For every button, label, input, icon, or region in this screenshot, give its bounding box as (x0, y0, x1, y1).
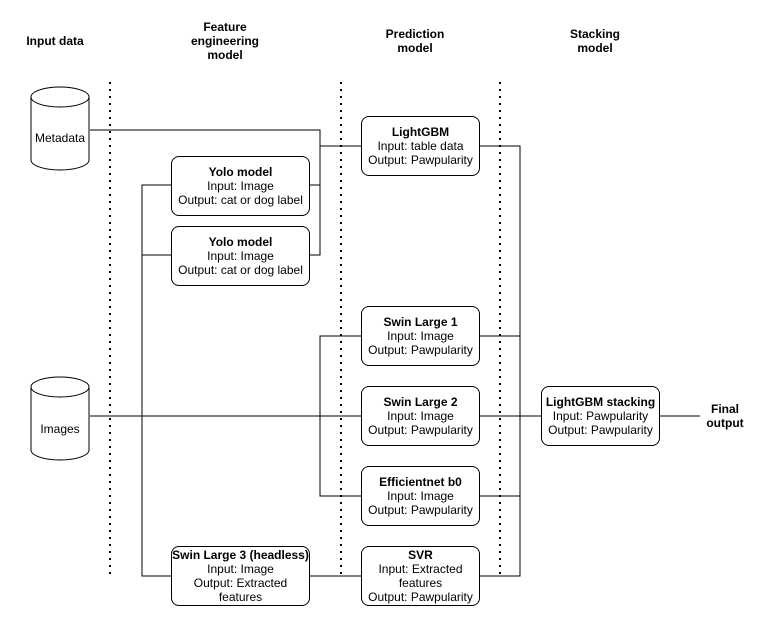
box-line: features (218, 590, 263, 604)
box-line: Input: table data (377, 139, 464, 153)
header-feature-engineering: Feature engineering model (170, 20, 280, 62)
wire-yolo1-lightgbm (310, 146, 321, 186)
yolo-model-box-1: Yolo model Input: Image Output: cat or d… (171, 156, 310, 216)
box-line: Output: cat or dog label (178, 193, 303, 207)
box-line: Output: Pawpularity (368, 343, 473, 357)
box-title: Yolo model (208, 165, 273, 179)
box-line: Output: cat or dog label (178, 263, 303, 277)
box-line: Input: Image (387, 329, 454, 343)
swin-large-3-box: Swin Large 3 (headless) Input: Image Out… (171, 546, 310, 606)
header-prediction-model: Prediction model (370, 27, 460, 55)
swin-large-1-box: Swin Large 1 Input: Image Output: Pawpul… (361, 306, 480, 366)
images-cylinder (30, 376, 90, 461)
box-line: Output: Extracted (193, 576, 288, 590)
box-line: Output: Pawpularity (368, 590, 473, 604)
final-output-line2: output (706, 416, 744, 430)
header-stacking-line1: Stacking (569, 27, 620, 41)
box-line: Output: Pawpularity (368, 153, 473, 167)
efficientnet-b0-box: Efficientnet b0 Input: Image Output: Paw… (361, 466, 480, 526)
box-line: Output: Pawpularity (368, 503, 473, 517)
box-line: Output: Pawpularity (368, 423, 473, 437)
header-feature-line3: model (207, 48, 243, 62)
images-label: Images (40, 422, 80, 436)
lightgbm-box: LightGBM Input: table data Output: Pawpu… (361, 116, 480, 176)
box-line: Output: Pawpularity (548, 423, 653, 437)
box-line: Input: Extracted (378, 562, 463, 576)
header-prediction-line2: model (397, 41, 433, 55)
box-title: Swin Large 1 (383, 315, 458, 329)
box-title: Swin Large 3 (headless) (172, 548, 309, 562)
box-line: Input: Image (207, 562, 274, 576)
metadata-cylinder (30, 86, 90, 171)
svr-box: SVR Input: Extracted features Output: Pa… (361, 546, 480, 606)
box-title: Swin Large 2 (383, 395, 458, 409)
box-line: features (398, 576, 443, 590)
wire-prediction-bus (319, 335, 361, 497)
box-title: LightGBM (391, 125, 450, 139)
box-line: Input: Image (207, 249, 274, 263)
swin-large-2-box: Swin Large 2 Input: Image Output: Pawpul… (361, 386, 480, 446)
column-separators (109, 82, 501, 578)
yolo-model-box-2: Yolo model Input: Image Output: cat or d… (171, 226, 310, 286)
box-line: Input: Pawpularity (552, 409, 649, 423)
box-title: Yolo model (208, 235, 273, 249)
header-input-text: Input data (26, 34, 84, 48)
header-stacking-model: Stacking model (555, 27, 635, 55)
metadata-label: Metadata (34, 131, 86, 145)
box-line: Input: Image (387, 489, 454, 503)
wire-metadata-lightgbm (90, 129, 361, 147)
header-prediction-line1: Prediction (385, 27, 445, 41)
wire-yolo2-lightgbm (310, 185, 321, 256)
header-input-data: Input data (20, 34, 90, 48)
final-output-line1: Final (710, 402, 739, 416)
header-feature-line2: engineering (190, 34, 259, 48)
header-stacking-line2: model (577, 41, 613, 55)
box-line: Input: Image (207, 179, 274, 193)
wire-feature-bus (141, 184, 171, 577)
header-feature-line1: Feature (203, 20, 247, 34)
final-output-label: Final output (700, 402, 750, 430)
box-title: Efficientnet b0 (379, 475, 462, 489)
box-title: SVR (408, 548, 433, 562)
lightgbm-stacking-box: LightGBM stacking Input: Pawpularity Out… (541, 386, 660, 446)
box-line: Input: Image (387, 409, 454, 423)
box-title: LightGBM stacking (545, 395, 656, 409)
wire-stacking-bus (480, 145, 521, 577)
